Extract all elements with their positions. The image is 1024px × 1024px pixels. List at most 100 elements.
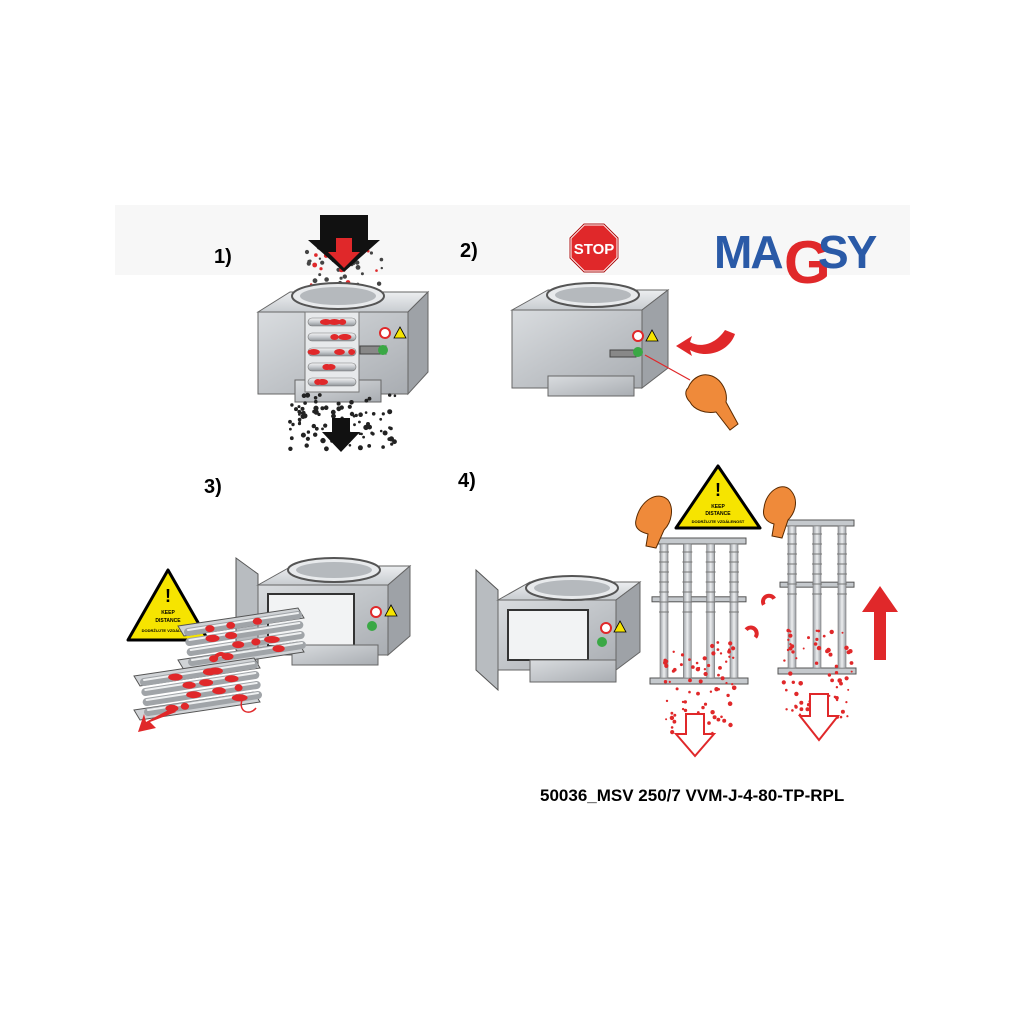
particle	[718, 666, 722, 670]
ferrous-deposit	[186, 691, 202, 699]
particle	[781, 680, 786, 685]
ferrous-deposit	[212, 687, 226, 695]
housing-opening	[507, 609, 589, 661]
step-3-illustration: ! KEEP DISTANCE DODRŽUJTE VZDÁLENOST	[126, 557, 412, 732]
particle	[307, 259, 311, 264]
particle	[313, 405, 319, 411]
particle	[683, 708, 688, 713]
particle	[841, 631, 844, 634]
ferrous-deposit	[339, 334, 352, 340]
stop-sign: STOP	[568, 222, 620, 274]
particle	[787, 638, 790, 642]
particle	[673, 713, 677, 717]
particle	[290, 403, 294, 407]
particle	[314, 399, 318, 404]
particle	[807, 636, 810, 640]
particle	[833, 695, 837, 699]
particle	[301, 410, 306, 415]
magnet-rod	[706, 543, 715, 679]
particle	[788, 671, 793, 676]
particle	[314, 253, 318, 257]
particle	[707, 721, 711, 725]
particle	[388, 393, 392, 397]
particle	[698, 666, 701, 670]
particle	[357, 445, 363, 451]
particle	[726, 693, 730, 698]
ferrous-deposit	[205, 635, 219, 642]
ferrous-deposit	[207, 667, 223, 675]
particle	[313, 396, 318, 400]
outlet-pipe	[547, 375, 635, 397]
particle	[323, 405, 329, 411]
logo-part-ma: MA	[714, 226, 782, 278]
particle	[342, 274, 347, 279]
particle	[379, 417, 383, 421]
particle	[288, 446, 293, 451]
particle	[840, 709, 845, 714]
step-2-illustration: STOP	[510, 222, 739, 431]
particle	[716, 648, 720, 651]
particle	[732, 656, 735, 659]
particle	[794, 705, 798, 709]
ferrous-deposit	[199, 679, 214, 687]
magnet-rod	[787, 525, 797, 669]
ferrous-deposit	[225, 632, 238, 639]
particle	[313, 409, 319, 415]
particle	[324, 277, 329, 282]
particle	[716, 641, 720, 644]
hand-icon	[685, 374, 739, 431]
particle	[301, 393, 307, 399]
particle	[336, 401, 341, 406]
particle	[712, 715, 717, 720]
warning-line2: DISTANCE	[155, 618, 181, 624]
particle	[364, 398, 369, 403]
particle	[783, 659, 786, 662]
no-entry-icon	[600, 622, 612, 634]
ferrous-deposit	[264, 636, 280, 643]
particle	[731, 685, 737, 691]
particle	[695, 661, 699, 665]
particle	[791, 650, 795, 654]
particle	[354, 413, 358, 418]
particle	[683, 700, 687, 704]
particle	[339, 276, 343, 280]
housing-front	[511, 309, 643, 389]
latch-knob	[597, 637, 607, 647]
magnet-bar-highlight	[143, 662, 255, 681]
particle	[665, 659, 669, 663]
particle	[802, 647, 805, 650]
particle	[312, 262, 318, 268]
frame-plate	[779, 519, 855, 527]
particle	[727, 649, 731, 654]
particle	[709, 690, 713, 693]
particle	[707, 663, 711, 668]
frame-plate	[651, 537, 747, 545]
door-panel	[475, 568, 499, 692]
particle	[703, 702, 708, 706]
particle	[786, 648, 790, 652]
particle	[716, 717, 721, 722]
particle	[785, 688, 788, 692]
particle	[799, 700, 804, 705]
particle	[791, 709, 794, 712]
warning-line2: DISTANCE	[705, 511, 731, 517]
particle	[330, 409, 336, 415]
particle	[839, 715, 843, 719]
frame-plate	[651, 596, 747, 603]
particle	[815, 637, 819, 642]
caution-icon	[645, 329, 659, 342]
particle	[711, 651, 716, 656]
particle	[672, 719, 677, 724]
step-label-3: 3)	[204, 476, 222, 498]
down-arrow-outline-icon	[673, 713, 717, 758]
particle	[320, 437, 326, 444]
ferrous-deposit	[338, 319, 347, 325]
magnet-bar	[140, 661, 258, 686]
particle	[289, 436, 294, 441]
particle	[835, 698, 839, 702]
particle	[830, 678, 834, 683]
step-1-illustration	[256, 215, 430, 452]
particle	[300, 432, 306, 438]
particle	[379, 429, 383, 433]
particle	[663, 680, 668, 684]
